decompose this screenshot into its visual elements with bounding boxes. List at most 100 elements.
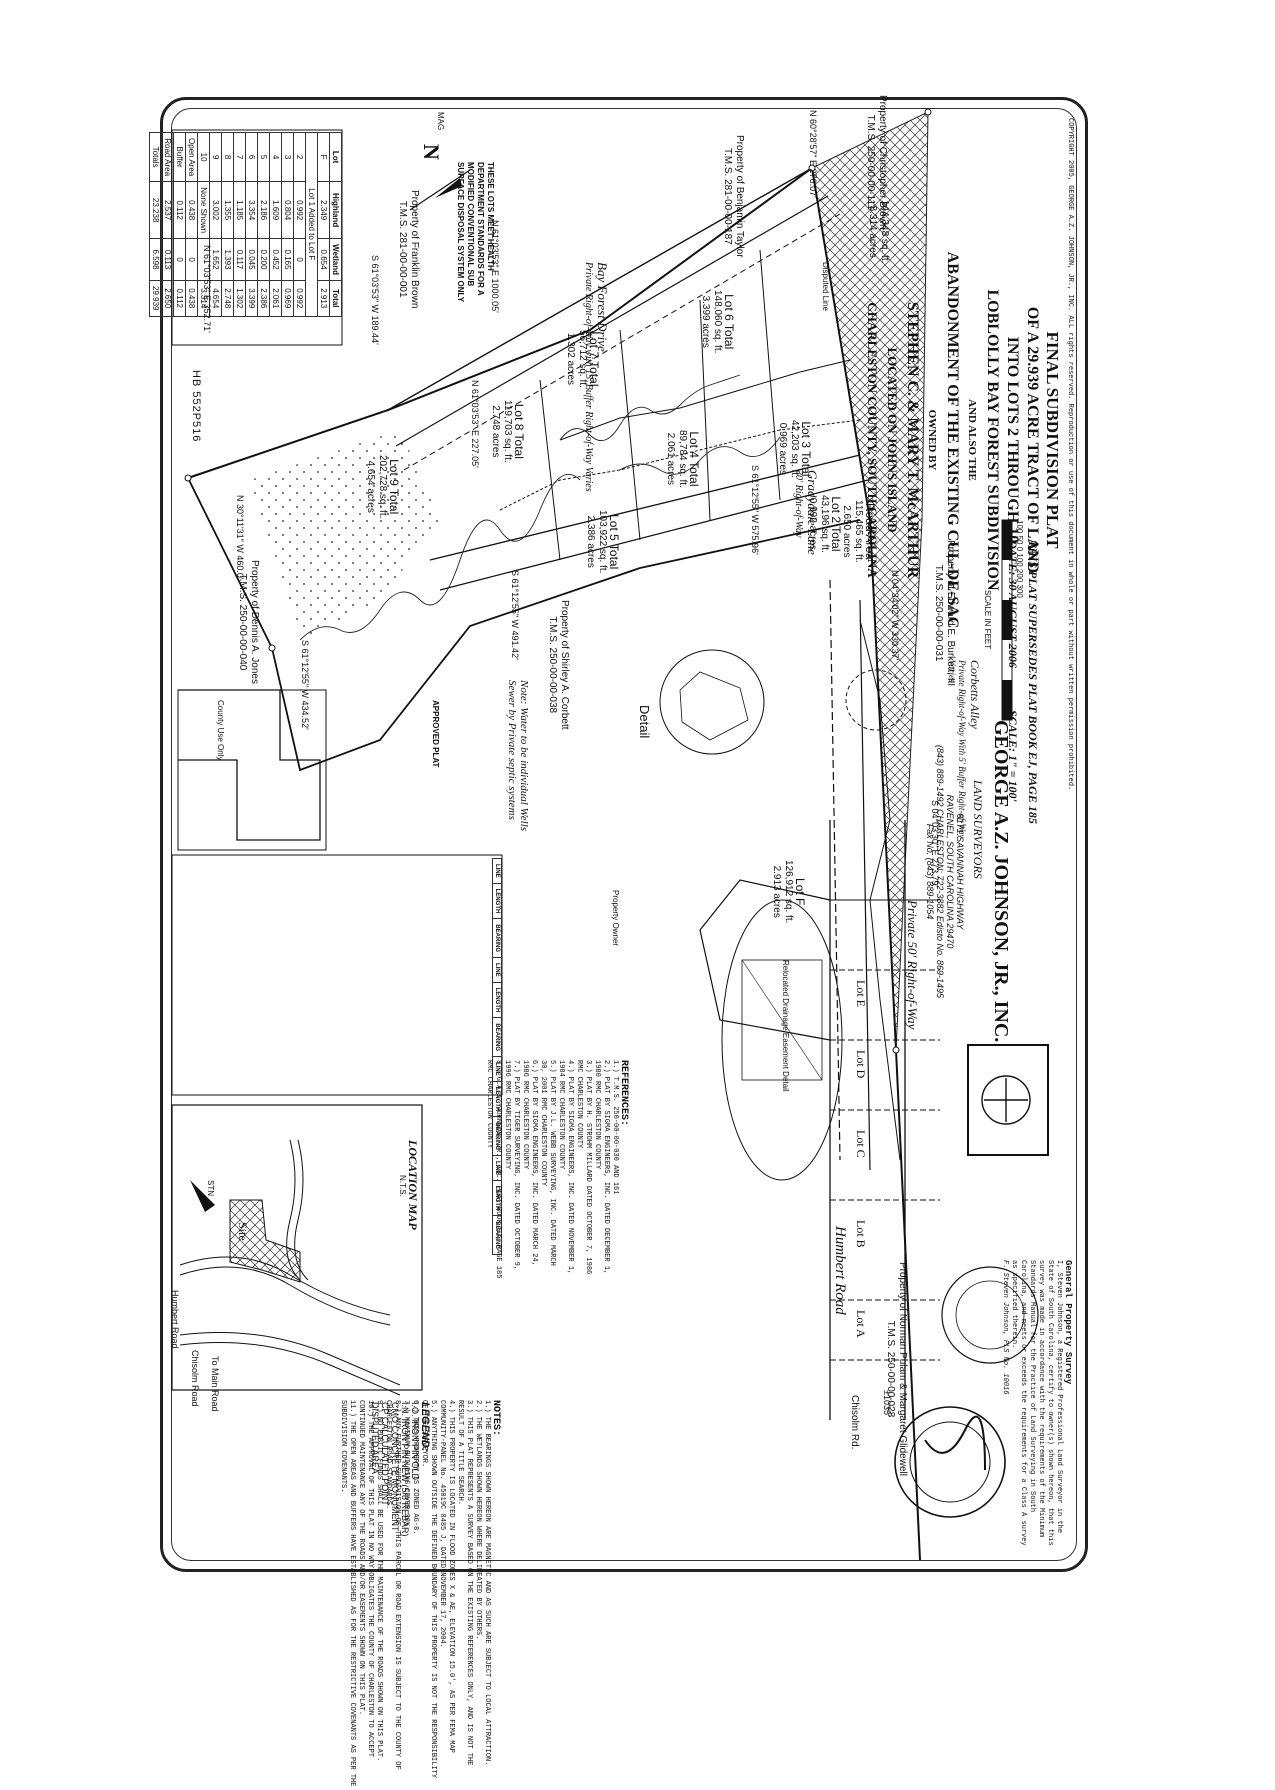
lot-table-cell: 2.537	[161, 181, 174, 239]
company-seal	[941, 1266, 1039, 1364]
disputed-line-label: Disputed Line	[821, 262, 830, 311]
surveyor-logo-box	[967, 1044, 1049, 1156]
property-norman: Property of Norman Pulam & Margaret Glid…	[885, 1262, 908, 1476]
map-stn: STN	[206, 1180, 215, 1196]
call-top1: N 61°03'53" E 352.71'	[202, 245, 212, 333]
call-top5: N 60°28'57" E 276.07'	[808, 110, 818, 198]
lot-table-cell: F	[317, 132, 330, 182]
lot-table-cell: 0.112	[173, 181, 186, 239]
surveyor-sub: LAND SURVEYORS	[971, 780, 985, 879]
site-label: Site	[236, 1222, 250, 1241]
lots-note: THESE LOTS MEET HEALTH DEPARTMENT STANDA…	[456, 162, 495, 303]
lot-8-label: Lot 8 Total 119,703 sq. ft. 2.748 acres	[490, 400, 526, 463]
line-table-header: LENGTH	[492, 982, 502, 1018]
north-symbol: N	[419, 144, 444, 160]
water-note: Note: Water to be individual Wells Sewer…	[506, 680, 530, 832]
map-to-main: To Main Road	[210, 1356, 220, 1412]
lot-table-cell: 9	[209, 132, 222, 182]
lot-table-cell: 3.354	[245, 181, 258, 239]
lot-table-cell: 0	[173, 238, 186, 281]
road-private-row: Private 50' Right-of-Way	[905, 900, 920, 1030]
call-top3: N 61°03'53" E 227.05'	[470, 380, 480, 468]
line-table-header: LINE	[492, 858, 502, 884]
property-benjamin: Property of Benjamin Taylor T.M.S. 281-0…	[722, 135, 745, 258]
lot-table-cell: Open Area	[185, 132, 198, 182]
references: REFERENCES: 1.) T.M.S. 250-00-00-030 AND…	[485, 1060, 629, 1279]
location-map-box	[171, 1104, 423, 1391]
lot-table-cell: 0.438	[185, 280, 198, 316]
lot-e-label: Lot E	[854, 980, 868, 1007]
lot-table-cell: 0.438	[185, 181, 198, 239]
lot-9-label: Lot 9 Total 202,728 sq. ft. 4.654 acres	[365, 455, 401, 519]
road-chisolm: Chisolm Rd.	[849, 1395, 860, 1450]
general-notes: NOTES: 1.) THE BEARINGS SHOWN HEREON ARE…	[339, 1400, 501, 1787]
lot-table-cell: 1.302	[233, 280, 246, 316]
lot-table-cell: 2.386	[257, 280, 270, 316]
call-chisolm-dist: ±1035'	[882, 1390, 892, 1417]
lot-table-cell: 29.939	[149, 280, 162, 316]
call-gradydale2: S 61°12'55" W 491.42'	[510, 570, 520, 660]
site-parcel	[229, 1199, 301, 1283]
lot-table-cell: Road Area	[161, 132, 174, 182]
lot-table-cell: 1.185	[233, 181, 246, 239]
lot-table-cell: None Shown	[197, 181, 210, 239]
lot-table-header: Total	[329, 280, 342, 316]
lot-3-label: Lot 3 Total 42,203 sq. ft. 0.969 acres	[777, 420, 813, 478]
property-franklin: Property of Franklin Brown T.M.S. 281-00…	[397, 190, 420, 309]
lot-6-label: Lot 6 Total 148,060 sq. ft. 3.399 acres	[700, 290, 736, 354]
dennis-parcel	[178, 689, 321, 841]
supersedes-note: THIS PLAT SUPERSEDES PLAT BOOK EJ, PAGE …	[1026, 540, 1040, 824]
lot-table-cell: 0.200	[257, 238, 270, 281]
location-map-title: LOCATION MAP	[406, 1140, 420, 1230]
detail-circle	[659, 649, 765, 755]
surveyor-seal	[894, 1406, 1006, 1518]
lot-table-cell: 3	[281, 132, 294, 182]
copyright: COPYRIGHT 2005, GEORGE A.Z. JOHNSON, JR.…	[1066, 118, 1074, 791]
lot-table-header: Wetland	[329, 238, 342, 281]
lot-c-label: Lot C	[854, 1130, 868, 1158]
call-west: N 30°11'31" W 460.0'	[235, 495, 245, 580]
wetland-line	[299, 473, 581, 641]
lot-table-cell: Totals	[149, 132, 162, 182]
lot-table-cell: 5	[257, 132, 270, 182]
lot-table-header: Highland	[329, 181, 342, 239]
lot-table-cell: 8	[221, 132, 234, 182]
lot-a-label: Lot A	[854, 1310, 868, 1338]
lot-d-label: Lot D	[854, 1050, 868, 1079]
lot-table-row: Lot 1 Added to Lot F	[305, 132, 318, 316]
lot-5-label: Lot 5 Total 103,922 sq. ft. 2.386 acres	[585, 510, 621, 574]
property-owner-label: Property Owner	[611, 890, 620, 947]
lot-table-cell: 2.061	[269, 280, 282, 316]
lot-table-cell: 0.117	[233, 238, 246, 281]
lot-table-cell: 0.452	[269, 238, 282, 281]
north-arrow	[435, 178, 462, 198]
easement-ellipse	[721, 899, 843, 1181]
surveyor-name: GEORGE A.Z. JOHNSON, JR., INC.	[990, 720, 1012, 1043]
property-shirley: Property of Shirley A. Corbett T.M.S. 25…	[547, 600, 570, 730]
line-table-header: LENGTH	[492, 883, 502, 919]
sheet-border	[160, 97, 1088, 1572]
lot-table-cell: 0.654	[317, 238, 330, 281]
lot-table-cell: 0.165	[281, 238, 294, 281]
line-table-header: BEARING	[492, 918, 502, 958]
lot-4-label: Lot 4 Total 89,784 sq. ft. 2.061 acres	[665, 430, 701, 488]
lot-table-cell: 2.748	[221, 280, 234, 316]
surveyor-certification: General Property Survey I, Steven Johnso…	[1001, 1260, 1073, 1546]
lot-table-cell: 2.186	[257, 181, 270, 239]
lot-table-header: Lot	[329, 132, 342, 182]
lot-table-cell: 3.399	[245, 280, 258, 316]
plat-drawing	[171, 108, 1049, 1561]
lot-table-cell: 0.969	[281, 280, 294, 316]
location-map-nts: N.T.S.	[398, 1175, 407, 1197]
